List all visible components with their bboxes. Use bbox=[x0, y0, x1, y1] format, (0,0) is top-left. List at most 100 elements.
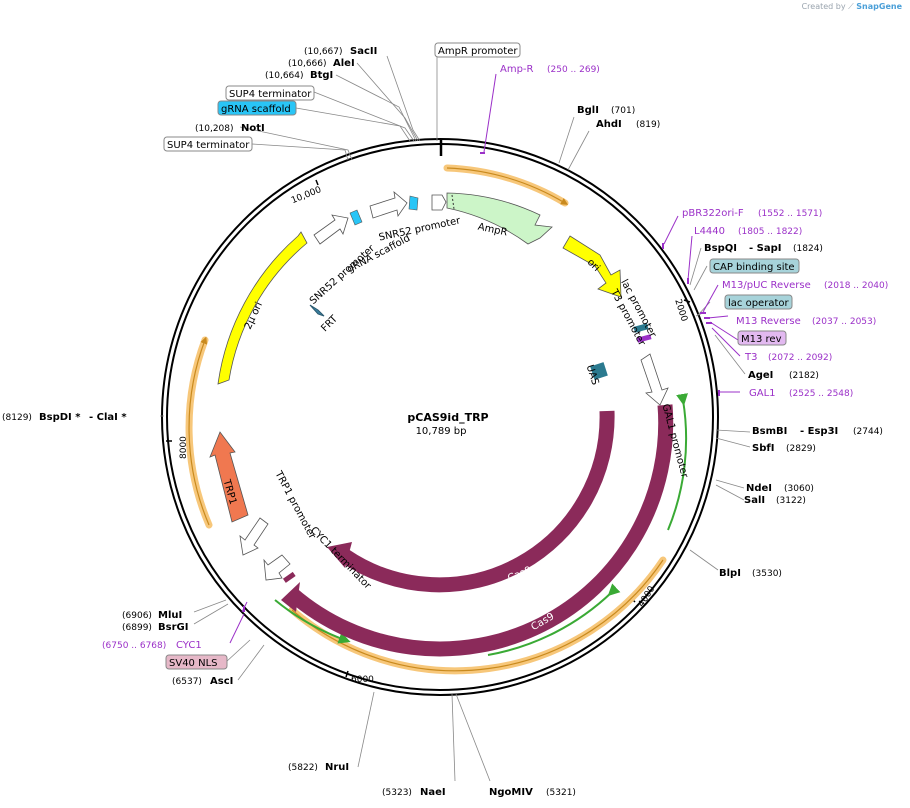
enzyme-bspdi: BspDI * bbox=[39, 412, 81, 423]
enzyme-nrui-pos: (5822) bbox=[288, 763, 318, 773]
enzyme-agei: AgeI bbox=[748, 370, 773, 381]
green-arrow-2 bbox=[487, 583, 621, 656]
enzyme-ahdi-pos: (819) bbox=[636, 120, 660, 130]
sv40-nls-feature bbox=[282, 571, 296, 583]
ori-feature bbox=[562, 235, 622, 298]
primer-cyc1: CYC1 bbox=[176, 640, 202, 651]
enzyme-ahdi: AhdI bbox=[596, 119, 622, 130]
m13-rev-box bbox=[737, 330, 787, 346]
enzyme-agei-pos: (2182) bbox=[789, 371, 819, 381]
enzyme-naei-pos: (5323) bbox=[382, 788, 412, 798]
enzyme-mlui: MluI bbox=[158, 610, 182, 621]
cap-binding-label: CAP binding site bbox=[713, 262, 795, 273]
ampR-feature bbox=[446, 192, 553, 245]
enzyme-sbfi-pos: (2829) bbox=[786, 444, 816, 454]
enzyme-esp3i: - Esp3I bbox=[800, 426, 838, 437]
frt-feature bbox=[309, 304, 325, 317]
tick-2000 bbox=[683, 299, 691, 303]
snr52-promoter-2 bbox=[369, 190, 408, 219]
enzyme-bspqi: BspQI bbox=[704, 243, 737, 254]
enzyme-bspdi-pos: (8129) bbox=[2, 413, 32, 423]
tick-label-6000: 6000 bbox=[351, 675, 374, 685]
enzyme-noti: NotI bbox=[241, 123, 265, 134]
lac-operator-box bbox=[724, 294, 793, 310]
enzyme-bgli-pos: (701) bbox=[611, 106, 635, 116]
sup4-terminator-box-1 bbox=[225, 85, 315, 101]
tick-10000 bbox=[315, 179, 319, 186]
enzyme-nrui: NruI bbox=[325, 762, 349, 773]
snr52-promoter-1 bbox=[313, 214, 349, 245]
lac-operator-label: lac operator bbox=[728, 298, 789, 309]
primer-m13-puc-range: (2018 .. 2040) bbox=[824, 281, 888, 291]
sup4-terminator-box-2 bbox=[163, 136, 253, 152]
primer-m13-reverse: M13 Reverse bbox=[736, 316, 801, 327]
enzyme-bspqi-pos: (1824) bbox=[793, 244, 823, 254]
enzyme-blpi-pos: (3530) bbox=[752, 569, 782, 579]
sup4-terminator-label-2: SUP4 terminator bbox=[167, 140, 250, 151]
tick-label-8000: 8000 bbox=[179, 436, 189, 459]
gRNA-scaffold-box bbox=[217, 100, 297, 116]
enzyme-bsmbi: BsmBI bbox=[752, 426, 787, 437]
primer-t3-range: (2072 .. 2092) bbox=[768, 353, 832, 363]
enzyme-bsmbi-pos: (2744) bbox=[853, 427, 883, 437]
primer-amp-r: Amp-R bbox=[500, 64, 534, 75]
primer-l4440-range: (1805 .. 1822) bbox=[738, 227, 802, 237]
primer-amp-r-range: (250 .. 269) bbox=[547, 65, 600, 75]
gRNA-feature-2 bbox=[408, 195, 419, 211]
gal1-promoter-feature bbox=[640, 353, 669, 406]
cas9-outer-head bbox=[281, 582, 300, 612]
cyc1-terminator-feature bbox=[263, 554, 291, 581]
credit-prefix: Created by bbox=[801, 2, 846, 11]
trp1-promoter-feature bbox=[239, 517, 269, 556]
enzyme-ndei-pos: (3060) bbox=[784, 484, 814, 494]
enzyme-sbfi: SbfI bbox=[752, 443, 774, 454]
snapgene-logo-icon: ⟋ bbox=[848, 2, 854, 11]
sv40-nls-label: SV40 NLS bbox=[169, 658, 218, 669]
enzyme-bgli: BglI bbox=[577, 105, 599, 116]
uas-feature bbox=[590, 362, 608, 380]
primer-pbr322: pBR322ori-F bbox=[682, 208, 744, 219]
snapgene-credit: Created by ⟋ SnapGene bbox=[802, 2, 902, 12]
enzyme-ndei: NdeI bbox=[746, 483, 772, 494]
enzyme-clai: - ClaI * bbox=[89, 412, 127, 423]
enzyme-alei: AleI bbox=[333, 58, 355, 69]
primer-pbr322-range: (1552 .. 1571) bbox=[758, 209, 822, 219]
tick-6000 bbox=[345, 670, 349, 678]
enzyme-bsrgi: BsrGI bbox=[158, 622, 188, 633]
sv40-nls-box bbox=[165, 654, 228, 670]
enzyme-ngomiv-pos: (5321) bbox=[546, 788, 576, 798]
enzyme-mlui-pos: (6906) bbox=[122, 611, 152, 621]
ampR-promoter-label: AmpR promoter bbox=[438, 46, 518, 57]
primer-m13-puc: M13/pUC Reverse bbox=[722, 280, 811, 291]
enzyme-naei: NaeI bbox=[420, 787, 446, 798]
plasmid-size: 10,789 bp bbox=[416, 426, 467, 437]
enzyme-sapi: - SapI bbox=[749, 243, 781, 254]
primer-lines bbox=[229, 73, 741, 644]
tick-label-10000: 10,000 bbox=[290, 185, 323, 206]
m13-feature bbox=[636, 334, 652, 343]
primer-l4440: L4440 bbox=[694, 226, 725, 237]
cas9-inner-head bbox=[327, 542, 352, 568]
enzyme-noti-pos: (10,208) bbox=[195, 124, 234, 134]
primer-t3: T3 bbox=[744, 352, 757, 363]
enzyme-asci-pos: (6537) bbox=[172, 677, 202, 687]
cas9-outer-arc bbox=[287, 404, 674, 657]
snr52-promoter-label-1: SNR52 promoter bbox=[308, 242, 378, 306]
two-micron-feature bbox=[217, 231, 308, 385]
lac-operator-feature bbox=[633, 323, 649, 333]
primer-marks bbox=[243, 152, 720, 612]
cap-binding-box bbox=[709, 258, 800, 274]
enzyme-sali-pos: (3122) bbox=[776, 496, 806, 506]
primer-m13-reverse-range: (2037 .. 2053) bbox=[812, 317, 876, 327]
sup4-terminator-label-1: SUP4 terminator bbox=[229, 89, 312, 100]
green-arrow-3 bbox=[274, 599, 351, 644]
enzyme-btgi: BtgI bbox=[310, 70, 333, 81]
green-arrow-1 bbox=[667, 393, 688, 531]
ampR-promoter-box bbox=[434, 42, 521, 58]
trp1-feature bbox=[209, 431, 249, 523]
primer-gal1-range: (2525 .. 2548) bbox=[789, 389, 853, 399]
cas9-band-line bbox=[291, 559, 664, 672]
ampR-band-arrow bbox=[446, 167, 569, 205]
primer-cyc1-range: (6750 .. 6768) bbox=[102, 641, 166, 651]
